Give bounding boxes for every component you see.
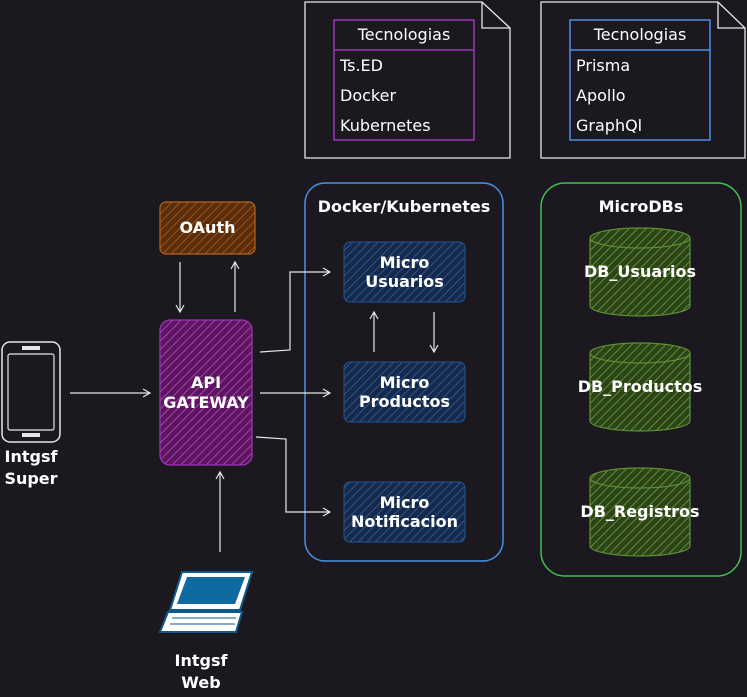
api-gateway-label-line1: API	[190, 373, 222, 393]
db-registros-cylinder[interactable]	[589, 467, 691, 557]
docker-group-frame	[304, 182, 504, 562]
docker-group-title: Docker/Kubernetes	[317, 197, 491, 216]
tech-purple-item-0: Ts.ED	[340, 56, 383, 75]
db-productos-label: DB_Productos	[577, 377, 703, 396]
micro-notificacion-box[interactable]	[343, 481, 466, 543]
tech-purple-item-1: Docker	[340, 86, 397, 105]
microdbs-group-title: MicroDBs	[598, 197, 684, 216]
web-client-label: Intgsf Web	[166, 650, 236, 693]
laptop-icon	[158, 571, 254, 633]
web-client-label-line2: Web	[181, 672, 221, 692]
oauth-label: OAuth	[179, 218, 236, 238]
tech-blue-title: Tecnologias	[593, 25, 687, 44]
micro-productos-box[interactable]	[343, 361, 466, 423]
oauth-box[interactable]	[159, 201, 256, 255]
mobile-device-icon	[1, 341, 61, 443]
arrow-gateway-to-usuarios	[259, 267, 332, 353]
micro-usuarios-label-line2: Usuarios	[365, 272, 444, 291]
microdbs-group-frame	[540, 182, 742, 577]
tech-purple-item-2: Kubernetes	[340, 116, 431, 135]
tech-blue-item-1: Apollo	[576, 86, 626, 105]
connections	[70, 260, 439, 552]
web-client-label-line1: Intgsf	[174, 651, 228, 670]
tech-purple-title: Tecnologias	[357, 25, 451, 44]
db-productos-cylinder[interactable]	[589, 342, 691, 432]
tech-note-purple	[304, 1, 511, 159]
mobile-client-label-line1: Intgsf	[4, 447, 58, 466]
tech-blue-item-2: GraphQl	[576, 116, 643, 135]
db-registros-label: DB_Registros	[580, 502, 700, 521]
api-gateway-label-line2: GATEWAY	[163, 392, 249, 412]
mobile-client-label-line2: Super	[4, 468, 58, 488]
micro-productos-label-line1: Micro	[379, 372, 430, 392]
micro-productos-label-line2: Productos	[358, 392, 451, 411]
api-gateway-box[interactable]	[159, 319, 253, 466]
tech-note-blue	[540, 1, 746, 159]
mobile-client-label: Intgsf Super	[0, 446, 62, 489]
tech-blue-item-0: Prisma	[576, 56, 631, 75]
micro-productos-label: Micro Productos	[344, 362, 465, 422]
db-usuarios-label: DB_Usuarios	[583, 262, 697, 281]
micro-notificacion-label-line2: Notificacion	[350, 512, 458, 531]
micro-usuarios-label: Micro Usuarios	[344, 242, 465, 302]
micro-notificacion-label-line1: Micro	[379, 492, 430, 512]
api-gateway-label: API GATEWAY	[160, 320, 252, 465]
micro-usuarios-label-line1: Micro	[379, 252, 430, 272]
arrow-gateway-to-notificacion	[255, 436, 332, 517]
db-usuarios-cylinder[interactable]	[589, 227, 691, 317]
micro-notificacion-label: Micro Notificacion	[340, 482, 469, 542]
micro-usuarios-box[interactable]	[343, 241, 466, 303]
